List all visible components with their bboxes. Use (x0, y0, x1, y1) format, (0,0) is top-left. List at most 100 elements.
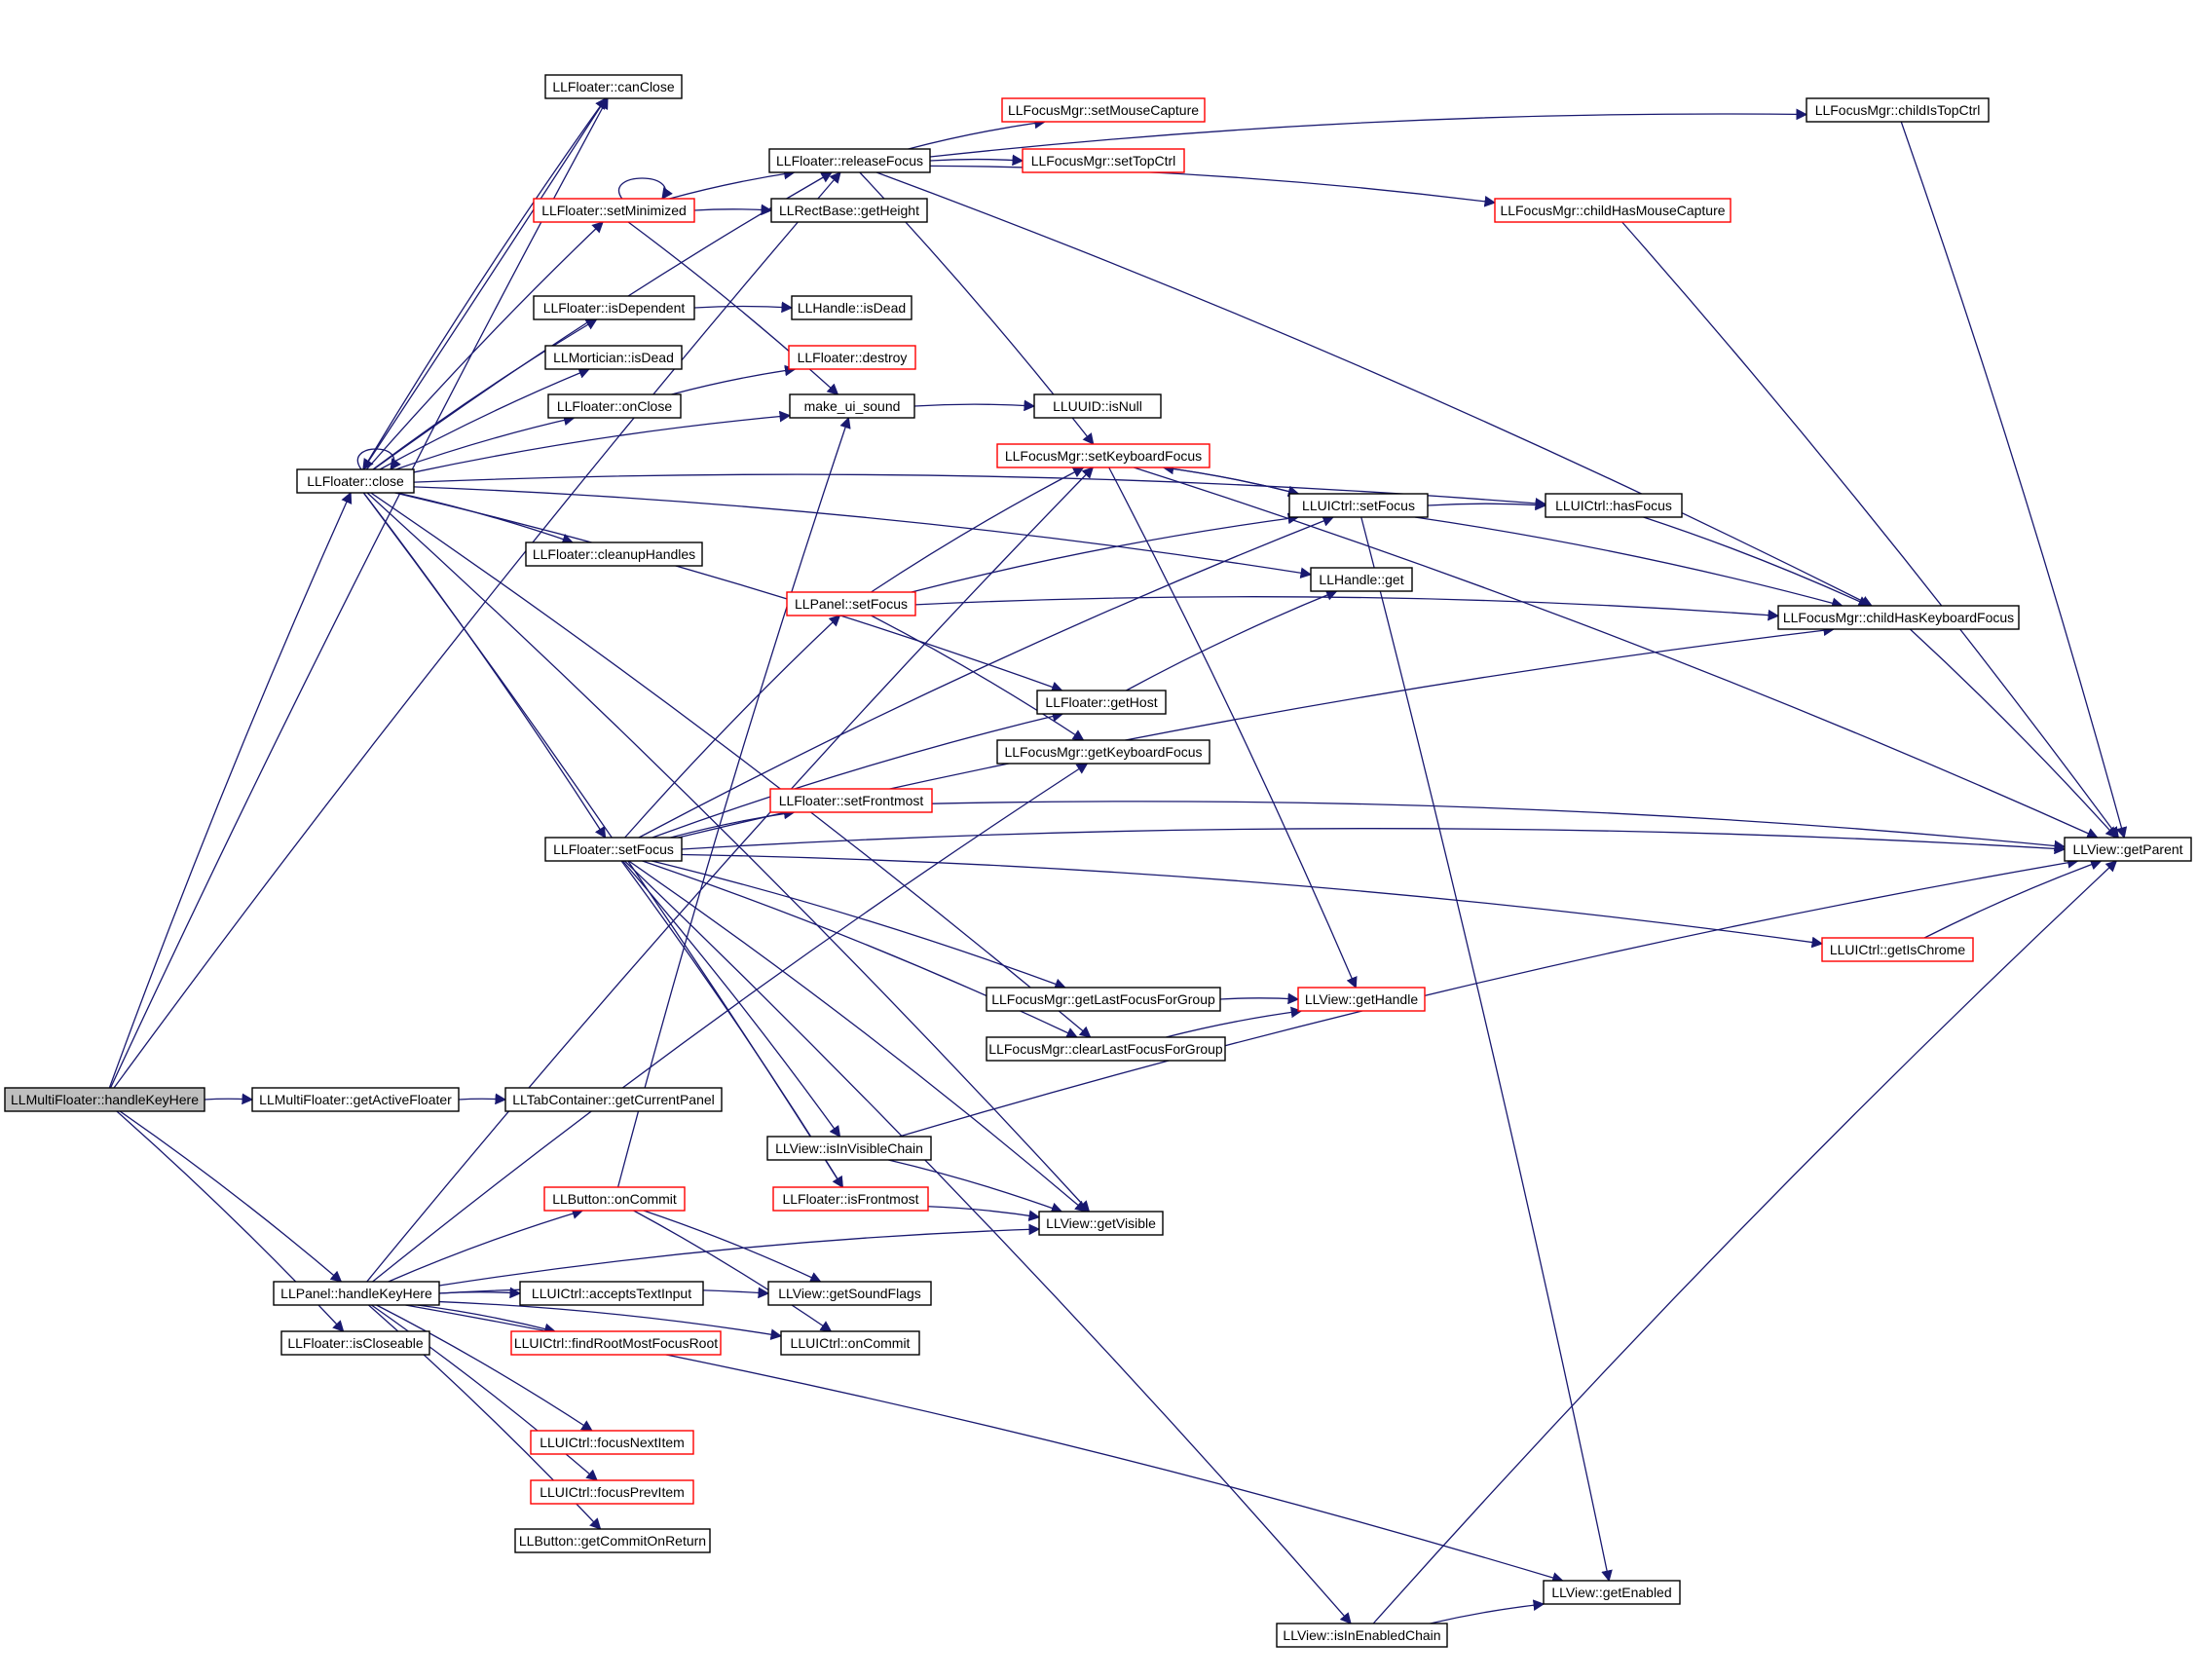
graph-node-setMouseCapture[interactable]: LLFocusMgr::setMouseCapture (1001, 97, 1206, 123)
graph-node-root[interactable]: LLMultiFloater::handleKeyHere (4, 1087, 205, 1112)
call-edge-panelHandleKey-focusPrev (371, 1304, 598, 1481)
graph-node-hasFocus[interactable]: LLUICtrl::hasFocus (1545, 493, 1683, 518)
node-box (547, 393, 682, 419)
graph-node-canClose[interactable]: LLFloater::canClose (544, 74, 683, 99)
call-edge-panelSetFocus-childHasKb (914, 596, 1780, 621)
graph-node-panelHandleKey[interactable]: LLPanel::handleKeyHere (273, 1281, 440, 1306)
node-label: LLPanel::handleKeyHere (280, 1286, 432, 1301)
graph-node-getHost[interactable]: LLFloater::getHost (1036, 690, 1167, 715)
call-edge-getIsChrome-getParent (1923, 859, 2103, 939)
node-label: LLFloater::releaseFocus (776, 153, 923, 168)
graph-node-uiSetFocus[interactable]: LLUICtrl::setFocus (1288, 493, 1429, 518)
call-edge-setMinimized-releaseFocus (669, 168, 796, 200)
call-edge-btnOnCommit-uiOnCommit (633, 1210, 833, 1332)
graph-node-setMinimized[interactable]: LLFloater::setMinimized (533, 198, 695, 223)
node-box (770, 198, 928, 223)
graph-node-getVisible[interactable]: LLView::getVisible (1038, 1211, 1164, 1236)
graph-node-focusNext[interactable]: LLUICtrl::focusNextItem (530, 1430, 694, 1455)
graph-node-isInVisible[interactable]: LLView::isInVisibleChain (766, 1136, 932, 1161)
graph-node-uiOnCommit[interactable]: LLUICtrl::onCommit (780, 1330, 920, 1356)
call-edge-close-hasFocus (413, 473, 1547, 509)
graph-node-getParent[interactable]: LLView::getParent (2064, 837, 2192, 862)
graph-node-childHasKb[interactable]: LLFocusMgr::childHasKeyboardFocus (1777, 605, 2020, 630)
graph-node-childHasMouse[interactable]: LLFocusMgr::childHasMouseCapture (1494, 198, 1732, 223)
call-edge-releaseFocus-childIsTop (929, 108, 1808, 158)
graph-node-findRoot[interactable]: LLUICtrl::findRootMostFocusRoot (510, 1330, 722, 1356)
node-box (1821, 937, 1974, 962)
node-label: LLView::isInEnabledChain (1283, 1627, 1440, 1643)
node-box (1036, 690, 1167, 715)
call-edge-panelSetFocus-uiSetFocus (911, 512, 1300, 593)
node-label: LLFocusMgr::childHasMouseCapture (1500, 203, 1725, 218)
graph-node-onClose[interactable]: LLFloater::onClose (547, 393, 682, 419)
graph-node-getIsChrome[interactable]: LLUICtrl::getIsChrome (1821, 937, 1974, 962)
graph-node-isDependent[interactable]: LLFloater::isDependent (533, 295, 695, 320)
graph-node-childIsTop[interactable]: LLFocusMgr::childIsTopCtrl (1806, 97, 1990, 123)
call-edge-isDependent-hIsDead (693, 301, 794, 314)
graph-node-handleGet[interactable]: LLHandle::get (1310, 567, 1413, 592)
node-box (273, 1281, 440, 1306)
graph-node-getLastFocus[interactable]: LLFocusMgr::getLastFocusForGroup (986, 987, 1221, 1012)
call-edge-close-handleGet (413, 486, 1313, 579)
graph-node-getEnabled[interactable]: LLView::getEnabled (1543, 1580, 1681, 1605)
graph-node-flSetFocus[interactable]: LLFloater::setFocus (544, 837, 683, 862)
call-edge-panelSetFocus-getKbFocus (871, 615, 1085, 741)
graph-node-getKbFocus[interactable]: LLFocusMgr::getKeyboardFocus (996, 739, 1210, 765)
graph-node-setFrontmost[interactable]: LLFloater::setFrontmost (769, 788, 933, 813)
call-edge-panelHandleKey-findRoot (417, 1304, 556, 1335)
graph-node-focusPrev[interactable]: LLUICtrl::focusPrevItem (530, 1479, 694, 1505)
graph-node-isInEnabled[interactable]: LLView::isInEnabledChain (1276, 1623, 1448, 1648)
node-box (280, 1330, 430, 1356)
call-edge-close-getVisible (366, 492, 1091, 1213)
node-label: LLPanel::setFocus (795, 596, 908, 612)
node-box (772, 1186, 929, 1212)
node-box (519, 1281, 704, 1306)
graph-node-acceptsText[interactable]: LLUICtrl::acceptsTextInput (519, 1281, 704, 1306)
node-box (533, 198, 695, 223)
call-edge-flSetFocus-getParent (681, 828, 2067, 855)
graph-node-cleanup[interactable]: LLFloater::cleanupHandles (525, 541, 703, 567)
node-label: LLUICtrl::focusPrevItem (540, 1484, 685, 1500)
call-edge-flSetFocus-setFrontmost (670, 807, 796, 839)
node-label: LLUICtrl::hasFocus (1555, 498, 1672, 513)
call-edge-panelHandleKey-getVisible (438, 1223, 1041, 1287)
call-edge-uiSetFocus-getEnabled (1360, 516, 1613, 1583)
graph-node-isFrontmost[interactable]: LLFloater::isFrontmost (772, 1186, 929, 1212)
node-label: LLButton::onCommit (552, 1191, 677, 1207)
node-label: LLView::getHandle (1305, 991, 1418, 1007)
edge-layer (108, 96, 2128, 1624)
graph-node-clearLastFocus[interactable]: LLFocusMgr::clearLastFocusForGroup (986, 1036, 1226, 1062)
graph-node-getHeight[interactable]: LLRectBase::getHeight (770, 198, 928, 223)
graph-node-setKbFocus[interactable]: LLFocusMgr::setKeyboardFocus (996, 443, 1210, 468)
graph-node-setTopCtrl[interactable]: LLFocusMgr::setTopCtrl (1022, 148, 1185, 173)
call-edge-panelSetFocus-setKbFocus (871, 467, 1085, 593)
graph-node-isCloseable[interactable]: LLFloater::isCloseable (280, 1330, 430, 1356)
node-label: LLFocusMgr::setKeyboardFocus (1005, 448, 1202, 464)
graph-node-getCommitOnReturn[interactable]: LLButton::getCommitOnReturn (514, 1528, 711, 1553)
call-edge-setFrontmost-getParent (931, 801, 2067, 852)
node-box (543, 1186, 686, 1212)
node-box (1545, 493, 1683, 518)
graph-node-close[interactable]: LLFloater::close (296, 468, 415, 494)
call-edge-onClose-destroy (671, 364, 797, 395)
graph-node-getHandle[interactable]: LLView::getHandle (1297, 987, 1426, 1012)
graph-node-destroy[interactable]: LLFloater::destroy (788, 345, 916, 370)
call-edge-root-getActiveFloater (204, 1093, 254, 1105)
graph-node-panelSetFocus[interactable]: LLPanel::setFocus (786, 591, 916, 616)
call-edge-close-cleanup (396, 492, 575, 545)
call-edge-clearLastFocus-getHandle (1166, 1006, 1303, 1038)
graph-node-getActiveFloater[interactable]: LLMultiFloater::getActiveFloater (251, 1087, 460, 1112)
graph-node-getSoundFlags[interactable]: LLView::getSoundFlags (767, 1281, 932, 1306)
node-box (525, 541, 703, 567)
graph-node-releaseFocus[interactable]: LLFloater::releaseFocus (768, 148, 931, 173)
graph-node-btnOnCommit[interactable]: LLButton::onCommit (543, 1186, 686, 1212)
graph-node-getCurrentPanel[interactable]: LLTabContainer::getCurrentPanel (504, 1087, 723, 1112)
node-label: LLFloater::destroy (798, 350, 908, 365)
graph-node-hIsDead[interactable]: LLHandle::isDead (791, 295, 912, 320)
graph-node-isNull[interactable]: LLUUID::isNull (1033, 393, 1162, 419)
node-label: LLFloater::onClose (557, 398, 673, 414)
graph-node-mIsDead[interactable]: LLMortician::isDead (544, 345, 683, 370)
node-layer: LLMultiFloater::handleKeyHereLLFloater::… (4, 74, 2192, 1648)
graph-node-makeSound[interactable]: make_ui_sound (789, 393, 915, 419)
